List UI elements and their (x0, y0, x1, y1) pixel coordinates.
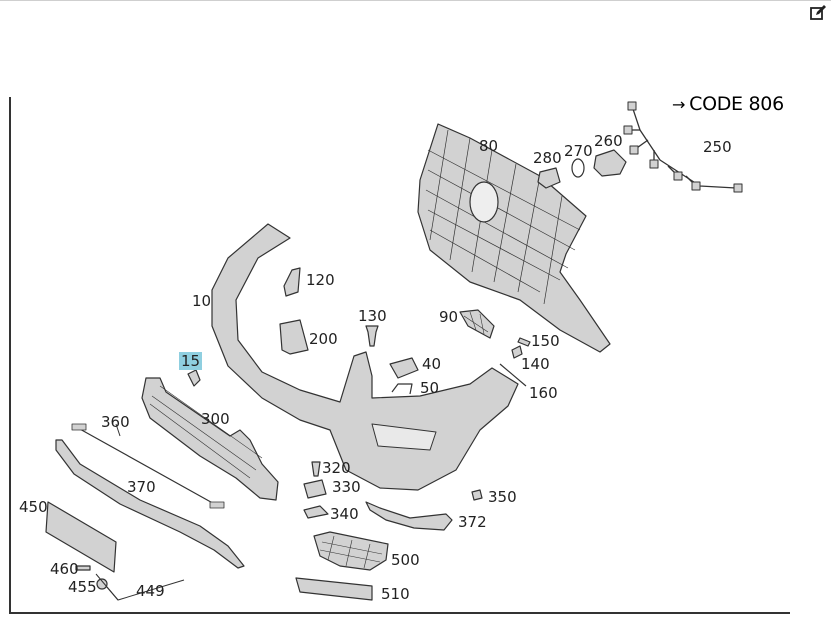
callout-15[interactable]: 15 (179, 352, 203, 370)
callout-330[interactable]: 330 (332, 478, 361, 496)
callout-250[interactable]: 250 (703, 138, 732, 156)
callout-140[interactable]: 140 (521, 355, 550, 373)
callout-350[interactable]: 350 (488, 488, 517, 506)
part-160-trim[interactable] (499, 363, 527, 387)
callout-460[interactable]: 460 (50, 560, 79, 578)
part-372-trim-strip[interactable] (365, 501, 453, 531)
callout-150[interactable]: 150 (531, 332, 560, 350)
callout-10[interactable]: 10 (192, 292, 212, 310)
part-330-holder[interactable] (303, 479, 327, 499)
callout-260[interactable]: 260 (594, 132, 623, 150)
callout-50[interactable]: 50 (420, 379, 440, 397)
edit-icon[interactable] (809, 4, 827, 22)
part-300-ribs (149, 385, 263, 479)
callout-280[interactable]: 280 (533, 149, 562, 167)
part-10-fog-opening (371, 423, 437, 451)
part-320-bolt[interactable] (311, 461, 321, 477)
arrow-right-icon: → (672, 95, 686, 114)
part-340-clip[interactable] (303, 505, 329, 519)
part-455-nut[interactable] (96, 578, 108, 590)
callout-500[interactable]: 500 (391, 551, 420, 569)
part-80-emblem-opening (469, 181, 499, 223)
frame-bottom-border (9, 612, 790, 614)
part-10-bumper-cover[interactable] (211, 223, 519, 491)
part-360-tape[interactable] (77, 427, 219, 507)
part-50-bracket[interactable] (391, 383, 413, 395)
part-15-bracket[interactable] (187, 369, 201, 387)
part-140-screw[interactable] (511, 345, 523, 359)
callout-340[interactable]: 340 (330, 505, 359, 523)
part-300-bumper-carrier[interactable] (141, 377, 279, 501)
part-370-spoiler-lip[interactable] (55, 439, 245, 569)
callout-450[interactable]: 450 (19, 498, 48, 516)
part-130-clip[interactable] (365, 325, 379, 347)
callout-130[interactable]: 130 (358, 307, 387, 325)
callout-370[interactable]: 370 (127, 478, 156, 496)
part-260-sensor[interactable] (593, 149, 627, 177)
part-460-screw[interactable] (75, 565, 91, 571)
callout-320[interactable]: 320 (322, 459, 351, 477)
part-90-mesh-insert[interactable] (459, 309, 495, 339)
code-reference[interactable]: →CODE 806 (672, 93, 790, 121)
part-200-module[interactable] (279, 319, 309, 355)
callout-510[interactable]: 510 (381, 585, 410, 603)
part-510-lower-trim[interactable] (295, 577, 373, 601)
top-divider (0, 0, 831, 1)
leader-lines (95, 423, 185, 601)
callout-80[interactable]: 80 (479, 137, 499, 155)
part-120-bracket[interactable] (283, 267, 301, 297)
frame-left-border (9, 97, 11, 614)
callout-90[interactable]: 90 (439, 308, 459, 326)
part-280-holder[interactable] (537, 167, 561, 189)
callout-360[interactable]: 360 (101, 413, 130, 431)
part-150-pin[interactable] (517, 337, 531, 347)
callout-270[interactable]: 270 (564, 142, 593, 160)
part-350-clip[interactable] (471, 489, 483, 501)
callout-40[interactable]: 40 (422, 355, 442, 373)
code-label-text: CODE 806 (689, 93, 784, 115)
callout-160[interactable]: 160 (529, 384, 558, 402)
part-450-license-plate-holder[interactable] (45, 501, 117, 573)
callout-455[interactable]: 455 (68, 578, 97, 596)
callout-372[interactable]: 372 (458, 513, 487, 531)
callout-449[interactable]: 449 (136, 582, 165, 600)
callout-200[interactable]: 200 (309, 330, 338, 348)
callout-120[interactable]: 120 (306, 271, 335, 289)
part-270-ring[interactable] (571, 158, 585, 178)
callout-300[interactable]: 300 (201, 410, 230, 428)
part-40-cap[interactable] (389, 357, 419, 379)
